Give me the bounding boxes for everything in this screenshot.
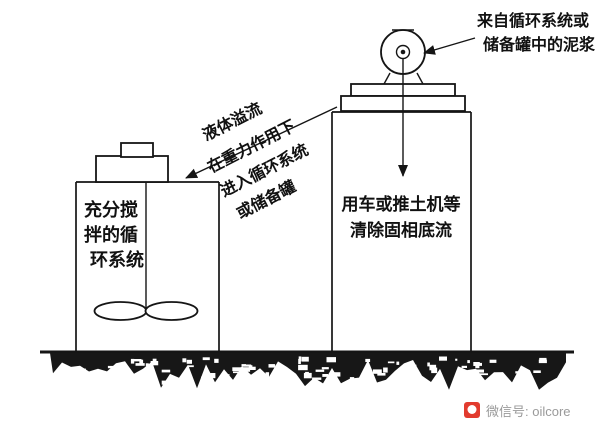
mud-source-label-line1: 来自循环系统或	[476, 11, 589, 30]
mud-source-arrow	[423, 37, 476, 55]
right-tank-label-line2: 清除固相底流	[350, 220, 452, 240]
left-tank: 充分搅 拌的循 环系统	[75, 142, 220, 352]
watermark: 微信号: oilcore	[464, 402, 571, 419]
ground-hatch	[50, 353, 566, 390]
left-tank-label-line3: 环系统	[90, 249, 144, 270]
right-tank-label-line1: 用车或推土机等	[342, 194, 461, 214]
agitator-motor	[95, 155, 169, 183]
agitator-motor-cap	[120, 142, 154, 158]
wechat-icon-dot	[467, 405, 477, 414]
mud-source-annotation: 来自循环系统或 储备罐中的泥浆	[423, 11, 596, 55]
mud-source-label-line2: 储备罐中的泥浆	[482, 35, 596, 54]
pump-center-dot	[400, 49, 406, 55]
right-tank: 用车或推土机等 清除固相底流	[331, 29, 472, 352]
left-tank-label-line2: 拌的循	[84, 224, 138, 245]
impeller-left-blade	[93, 301, 148, 321]
overflow-annotation: 液体溢流 在重力作用下 进入循环系统 或储备罐	[185, 99, 338, 223]
left-tank-label-line1: 充分搅	[84, 199, 138, 220]
overflow-arrow	[185, 106, 338, 179]
pump-hub-icon	[395, 44, 411, 60]
pump-bracket-right	[416, 72, 424, 85]
impeller-right-blade	[144, 301, 199, 321]
pump-bracket-left	[383, 72, 391, 85]
watermark-text: 微信号: oilcore	[486, 404, 571, 419]
